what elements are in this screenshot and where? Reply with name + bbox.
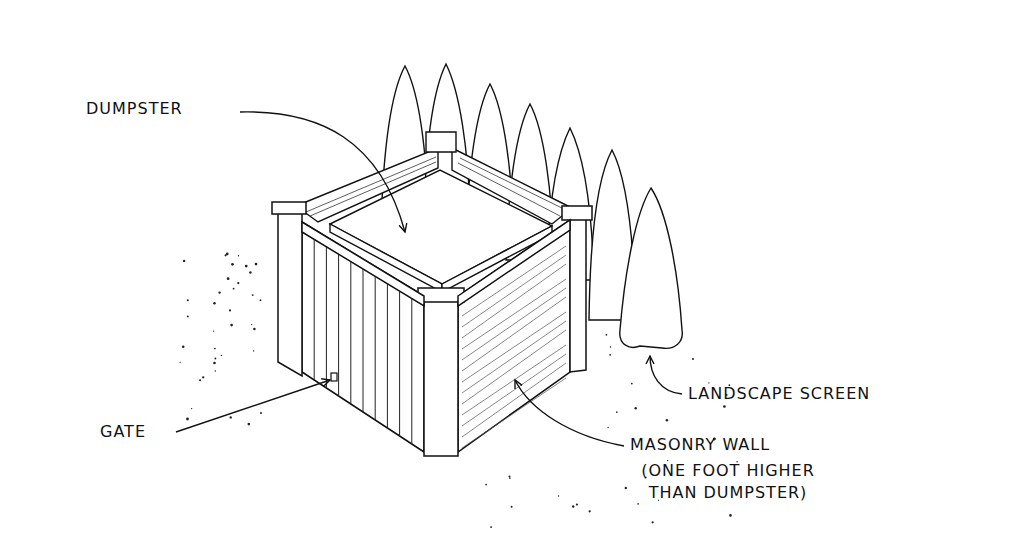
gate xyxy=(302,222,424,452)
leader-lines xyxy=(176,112,682,446)
right-pillar-cap xyxy=(562,206,592,220)
back-pillar-cap xyxy=(426,132,456,152)
front-pillar-cap xyxy=(418,288,464,302)
masonry-wall xyxy=(458,220,570,452)
front-pillar xyxy=(424,300,458,456)
masonry-wall-label: MASONRY WALL xyxy=(630,434,850,456)
left-pillar xyxy=(278,212,302,376)
left-pillar-cap xyxy=(272,202,306,214)
wall-coping xyxy=(458,220,570,306)
gate-label: GATE xyxy=(100,421,174,443)
dumpster-label: DUMPSTER xyxy=(86,98,236,120)
landscape-screen-label: LANDSCAPE SCREEN xyxy=(688,383,988,405)
wall-height-note: (ONE FOOT HIGHER THAN DUMPSTER) xyxy=(628,460,828,504)
right-pillar xyxy=(570,218,586,372)
